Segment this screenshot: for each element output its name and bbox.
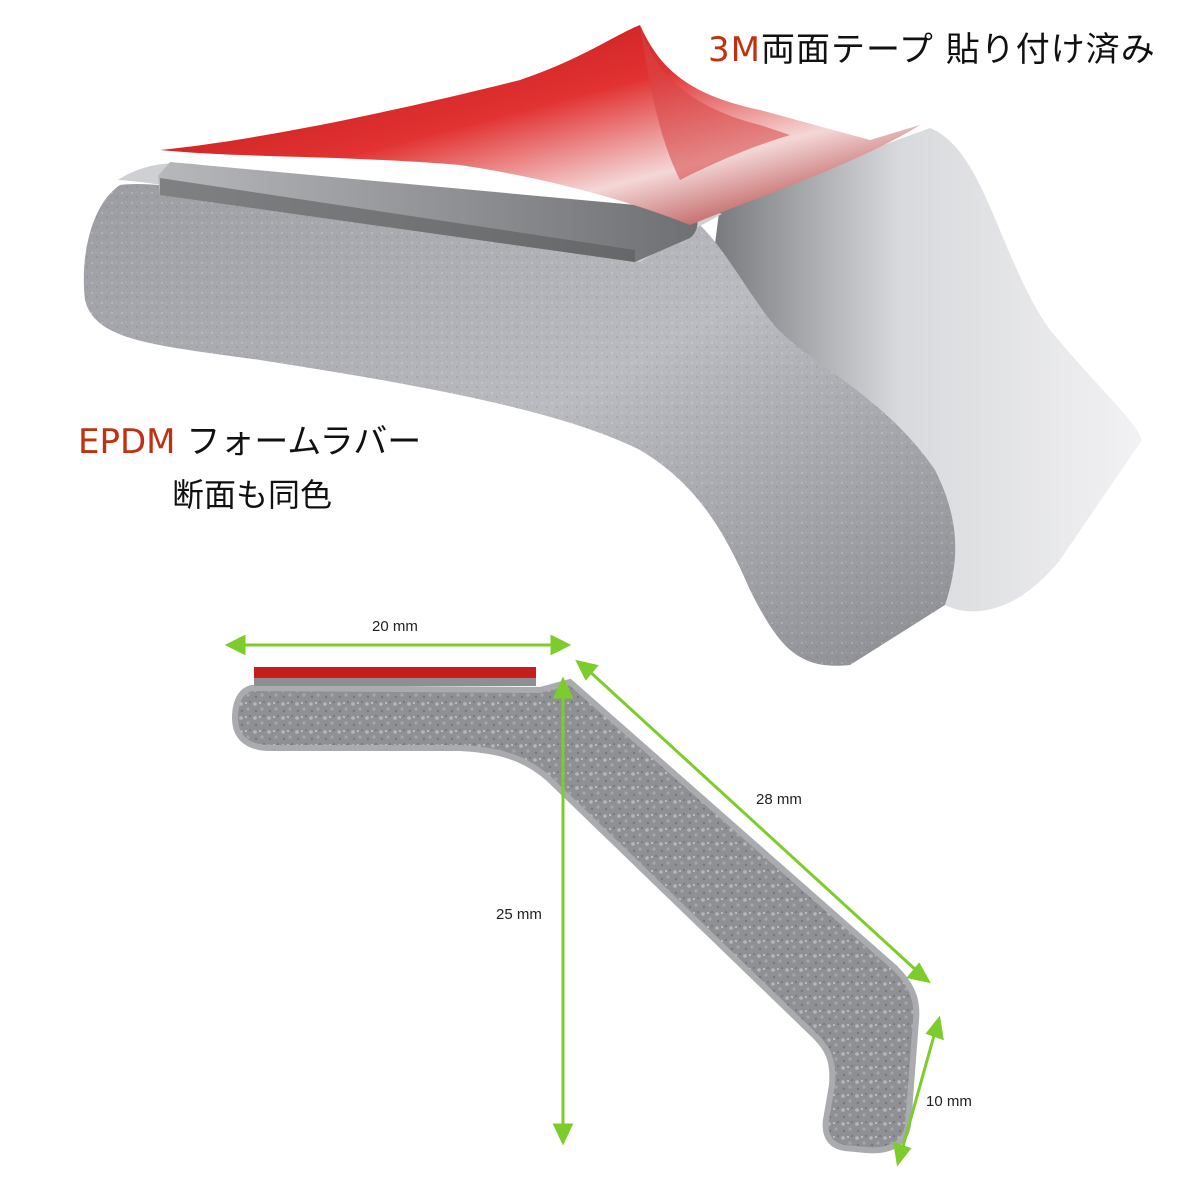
material-description: フォームラバー xyxy=(175,422,422,462)
material-callout: EPDM フォームラバー xyxy=(78,414,421,463)
tape-brand: 3M xyxy=(708,30,761,70)
tip-dimension-label: 10 mm xyxy=(926,1093,972,1110)
arrowhead-icon xyxy=(550,634,572,656)
material-code: EPDM xyxy=(78,422,176,462)
tape-gray-layer xyxy=(254,676,536,686)
tape-red-liner xyxy=(254,667,536,678)
width-dimension-label: 20 mm xyxy=(372,618,418,635)
foam-tape-layer xyxy=(158,162,698,262)
tape-callout: 3M両面テープ 貼り付け済み xyxy=(708,22,1156,71)
tape-description: 両面テープ 貼り付け済み xyxy=(760,30,1156,70)
red-liner-film xyxy=(160,25,920,225)
arrowhead-icon xyxy=(575,659,599,681)
cross-section-foam xyxy=(231,678,920,1154)
arrowhead-icon xyxy=(893,1141,912,1167)
arrowhead-icon xyxy=(925,1015,944,1041)
tip-dimension-line xyxy=(900,1031,937,1151)
section-color-note: 断面も同色 xyxy=(172,476,333,514)
height-dimension-label: 25 mm xyxy=(496,906,542,923)
arrowhead-icon xyxy=(224,634,246,656)
slant-dimension-line xyxy=(586,668,920,974)
arrowhead-icon xyxy=(552,1123,574,1146)
arrowhead-icon xyxy=(552,676,574,699)
arrowhead-icon xyxy=(906,962,931,984)
slant-dimension-label: 28 mm xyxy=(756,791,802,808)
